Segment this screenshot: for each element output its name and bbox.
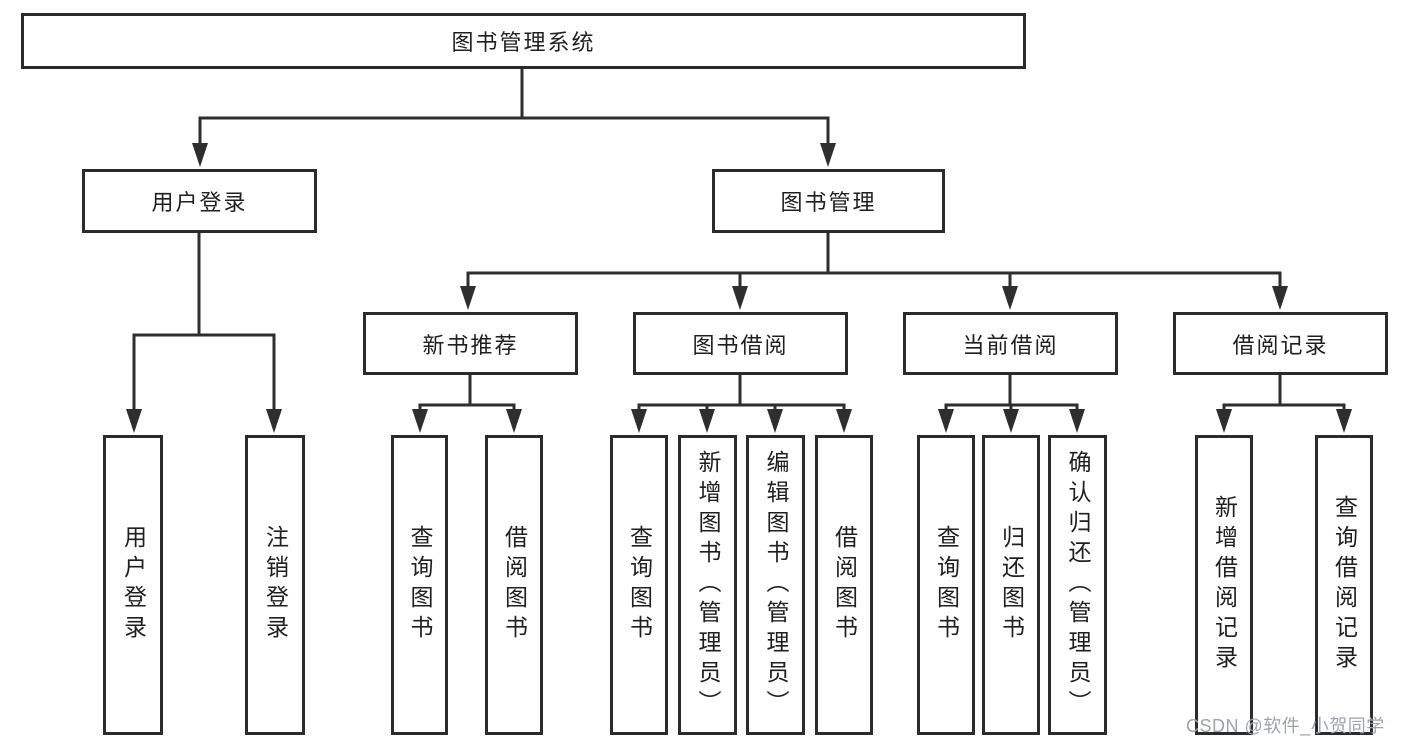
arrow-icon bbox=[732, 286, 748, 310]
connector-current-borrowing-children bbox=[944, 373, 1079, 420]
node-leaf-query-borrow-record: 查询借阅记录 bbox=[1315, 435, 1373, 735]
node-leaf-user-login: 用户登录 bbox=[103, 435, 163, 735]
node-leaf-add-books-admin: 新增图书（管理员） bbox=[678, 435, 737, 735]
arrow-icon bbox=[836, 409, 852, 433]
arrow-icon bbox=[1272, 286, 1288, 310]
arrow-icon bbox=[820, 143, 836, 167]
connector-new-book-recommend-children bbox=[418, 373, 516, 420]
arrow-icon bbox=[126, 409, 142, 433]
node-leaf-borrow-books-borrowing: 借阅图书 bbox=[815, 435, 873, 735]
arrow-icon bbox=[1069, 409, 1085, 433]
node-leaf-query-books-borrowing: 查询图书 bbox=[610, 435, 668, 735]
arrow-icon bbox=[1002, 286, 1018, 310]
arrow-icon bbox=[1216, 409, 1232, 433]
node-leaf-query-books-current: 查询图书 bbox=[917, 435, 975, 735]
connector-user-login-children bbox=[132, 231, 276, 420]
connector-book-management-children bbox=[466, 231, 1282, 297]
node-leaf-return-books: 归还图书 bbox=[982, 435, 1040, 735]
node-book-management: 图书管理 bbox=[712, 169, 945, 233]
node-borrowing-records: 借阅记录 bbox=[1173, 312, 1388, 375]
arrow-icon bbox=[1336, 409, 1352, 433]
node-book-borrowing: 图书借阅 bbox=[633, 312, 848, 375]
arrow-icon bbox=[506, 409, 522, 433]
arrow-icon bbox=[699, 409, 715, 433]
node-leaf-edit-books-admin: 编辑图书（管理员） bbox=[746, 435, 805, 735]
arrow-icon bbox=[631, 409, 647, 433]
node-leaf-logout: 注销登录 bbox=[245, 435, 305, 735]
arrow-icon bbox=[1003, 409, 1019, 433]
node-leaf-add-borrow-record: 新增借阅记录 bbox=[1195, 435, 1253, 735]
node-root: 图书管理系统 bbox=[21, 13, 1026, 69]
node-leaf-query-books-recommend: 查询图书 bbox=[391, 435, 448, 735]
arrow-icon bbox=[767, 409, 783, 433]
arrow-icon bbox=[266, 409, 282, 433]
arrow-icon bbox=[460, 286, 476, 310]
connector-borrowing-records-children bbox=[1222, 373, 1346, 420]
node-leaf-borrow-books-recommend: 借阅图书 bbox=[485, 435, 543, 735]
connector-book-borrowing-children bbox=[637, 373, 846, 420]
watermark-text: CSDN @软件_小贺同学 bbox=[1186, 716, 1385, 736]
arrow-icon bbox=[192, 143, 208, 167]
node-current-borrowing: 当前借阅 bbox=[903, 312, 1118, 375]
connector-root-to-level2 bbox=[198, 67, 830, 154]
node-leaf-confirm-return-admin: 确认归还（管理员） bbox=[1048, 435, 1107, 735]
node-new-book-recommend: 新书推荐 bbox=[363, 312, 578, 375]
arrow-icon bbox=[412, 409, 428, 433]
arrow-icon bbox=[938, 409, 954, 433]
node-user-login: 用户登录 bbox=[82, 169, 317, 233]
